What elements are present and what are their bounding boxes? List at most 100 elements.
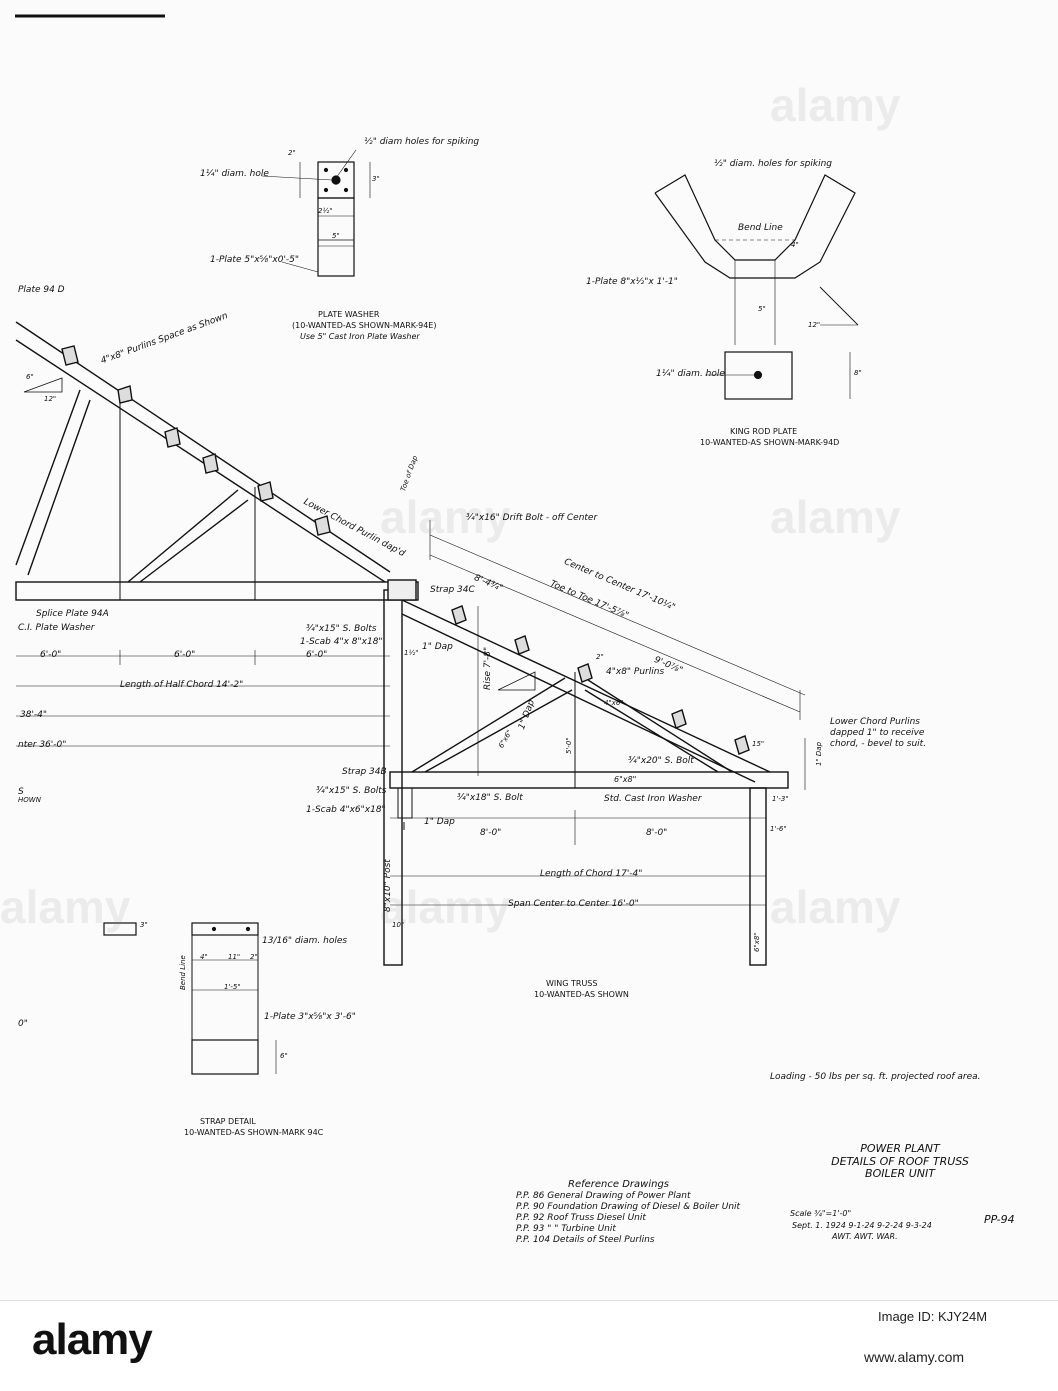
king-rod-plate-detail (654, 174, 859, 400)
dim-label: 4" (200, 953, 208, 961)
slope-run: 12" (44, 395, 57, 403)
strap-detail-title: STRAP DETAIL (200, 1117, 256, 1126)
site-url: www.alamy.com (864, 1349, 965, 1365)
wing-truss (383, 520, 806, 966)
loading-note: Loading - 50 lbs per sq. ft. projected r… (770, 1072, 981, 1082)
dim-label: 1½" (404, 649, 419, 657)
post-label: 8"x10" Post (383, 859, 393, 912)
panel-dim: 8'-0" (480, 828, 502, 838)
dim-label: 11" (228, 953, 241, 961)
splice-label: Splice Plate 94A (36, 609, 109, 619)
purlins-label: 4"x8" Purlins (606, 667, 665, 677)
bend-line-label: Bend Line (738, 223, 783, 233)
plate-washer-note: Use 5" Cast Iron Plate Washer (300, 332, 420, 341)
dap-label: 1" Dap (422, 642, 453, 652)
image-id: Image ID: KJY24M (878, 1309, 988, 1324)
spike-holes-label: ½" diam holes for spiking (364, 137, 480, 147)
drift-bolt-label: ¾"x16" Drift Bolt - off Center (466, 513, 598, 523)
dim-label: 2" (250, 953, 258, 961)
watermark: alamy (0, 881, 131, 933)
title-block: POWER PLANT DETAILS OF ROOF TRUSS BOILER… (800, 1142, 1000, 1181)
dim-label: 5" (758, 305, 766, 313)
reference-item: P.P. 90 Foundation Drawing of Diesel & B… (516, 1202, 741, 1212)
half-chord-label: Length of Half Chord 14'-2" (120, 680, 244, 690)
dim-label: 4"x6" (604, 699, 624, 707)
reference-item: P.P. 93 " " Turbine Unit (516, 1224, 616, 1234)
roof-truss-drawing (15, 14, 859, 1075)
initials-label: AWT. AWT. WAR. (832, 1232, 898, 1241)
dap-label: 1" Dap (424, 817, 455, 827)
post-label: 6"x8" (753, 932, 761, 953)
watermark: alamy (770, 79, 901, 131)
panel-dim: 6'-0" (306, 650, 328, 660)
scale-label: Scale ¾"=1'-0" (790, 1209, 852, 1218)
dim-label: 10" (392, 921, 405, 929)
strap-section (103, 922, 137, 936)
dim-label: 4" (791, 241, 799, 249)
washer-hole (331, 175, 341, 185)
reference-item: P.P. 92 Roof Truss Diesel Unit (516, 1213, 646, 1223)
span-label: Span Center to Center 16'-0" (508, 899, 639, 909)
wing-bottom-chord (389, 771, 789, 789)
dim-label: 3" (140, 921, 148, 929)
panel-dim: 6'-0" (40, 650, 62, 660)
dim-label: 5" (332, 232, 340, 240)
dim-label: 1'-3" (772, 795, 789, 803)
dim-label: 3" (372, 175, 380, 183)
strap-plan-top (191, 922, 259, 936)
dim-label: 2" (596, 653, 604, 661)
holes-label: 13/16" diam. holes (262, 936, 348, 946)
dim-label: 8" (854, 369, 862, 377)
dim-label: 2" (288, 149, 296, 157)
title-line: BOILER UNIT (865, 1167, 935, 1181)
shown-label: S (18, 787, 24, 797)
title-line: DETAILS OF ROOF TRUSS (831, 1154, 969, 1168)
plate-label: 1-Plate 5"x⅝"x0'-5" (210, 255, 300, 265)
reference-item: P.P. 86 General Drawing of Power Plant (516, 1191, 691, 1201)
dates-label: Sept. 1. 1924 9-1-24 9-2-24 9-3-24 (792, 1221, 932, 1230)
plate-washer-qty: (10-WANTED-AS SHOWN-MARK-94E) (292, 321, 437, 330)
slope-rise: 6" (26, 373, 34, 381)
chord-length-label: Length of Chord 17'-4" (540, 869, 643, 879)
strap-plan-bottom (191, 1039, 259, 1075)
strap-detail (103, 922, 277, 1075)
watermark: alamy (770, 881, 901, 933)
plate-label: 1-Plate 3"x⅝"x 3'-6" (264, 1012, 356, 1022)
king-rod-plate-title: KING ROD PLATE (730, 427, 798, 436)
span-label: 38'-4" (20, 710, 48, 720)
hole-label: 1¼" diam. hole (656, 369, 725, 379)
dim-label: 1'-6" (770, 825, 787, 833)
dap-label: 1" Dap (815, 741, 823, 766)
watermark: alamy (380, 881, 511, 933)
main-truss (15, 321, 419, 747)
hole-label: 1¼" diam. hole (200, 169, 269, 179)
strap-label: Strap 34C (430, 585, 475, 595)
plate-washer-title: PLATE WASHER (318, 310, 380, 319)
lower-chord-note: Lower Chord Purlins dapped 1" to receive… (830, 717, 927, 749)
strap-label: Strap 34B (342, 767, 387, 777)
plate-ref-label: Plate 94 D (18, 285, 65, 295)
plate-label: 1-Plate 8"x½"x 1'-1" (586, 277, 678, 287)
bolt-label: ¾"x18" S. Bolt (457, 793, 523, 803)
dim-label: 6" (280, 1052, 288, 1060)
plate-washer-section (317, 197, 355, 277)
alamy-logo: alamy (32, 1315, 153, 1364)
dim-label: 2½" (318, 207, 333, 215)
wing-truss-qty: 10-WANTED-AS SHOWN (534, 990, 629, 999)
drawing-number: PP-94 (984, 1213, 1015, 1226)
bend-line-label: Bend Line (179, 955, 187, 990)
wing-outer-post (749, 787, 767, 966)
washer-label: C.I. Plate Washer (18, 623, 95, 633)
dim-label: 12" (808, 321, 821, 329)
strap-detail-qty: 10-WANTED-AS SHOWN-MARK 94C (184, 1128, 324, 1137)
scab-label: 1-Scab 4"x6"x18" (306, 805, 386, 815)
panel-dim: 6'-0" (174, 650, 196, 660)
chord-size-label: 6"x8" (614, 775, 637, 784)
dim-label: 15" (752, 740, 765, 748)
dim-label: 5'-0" (565, 737, 573, 754)
main-bottom-chord (15, 581, 419, 601)
rise-label: Rise 7'-8" (483, 646, 493, 690)
watermark: alamy (380, 491, 511, 543)
king-rod-plate-plan (724, 351, 793, 400)
bolts-label: ¾"x15" S. Bolts (316, 786, 387, 796)
